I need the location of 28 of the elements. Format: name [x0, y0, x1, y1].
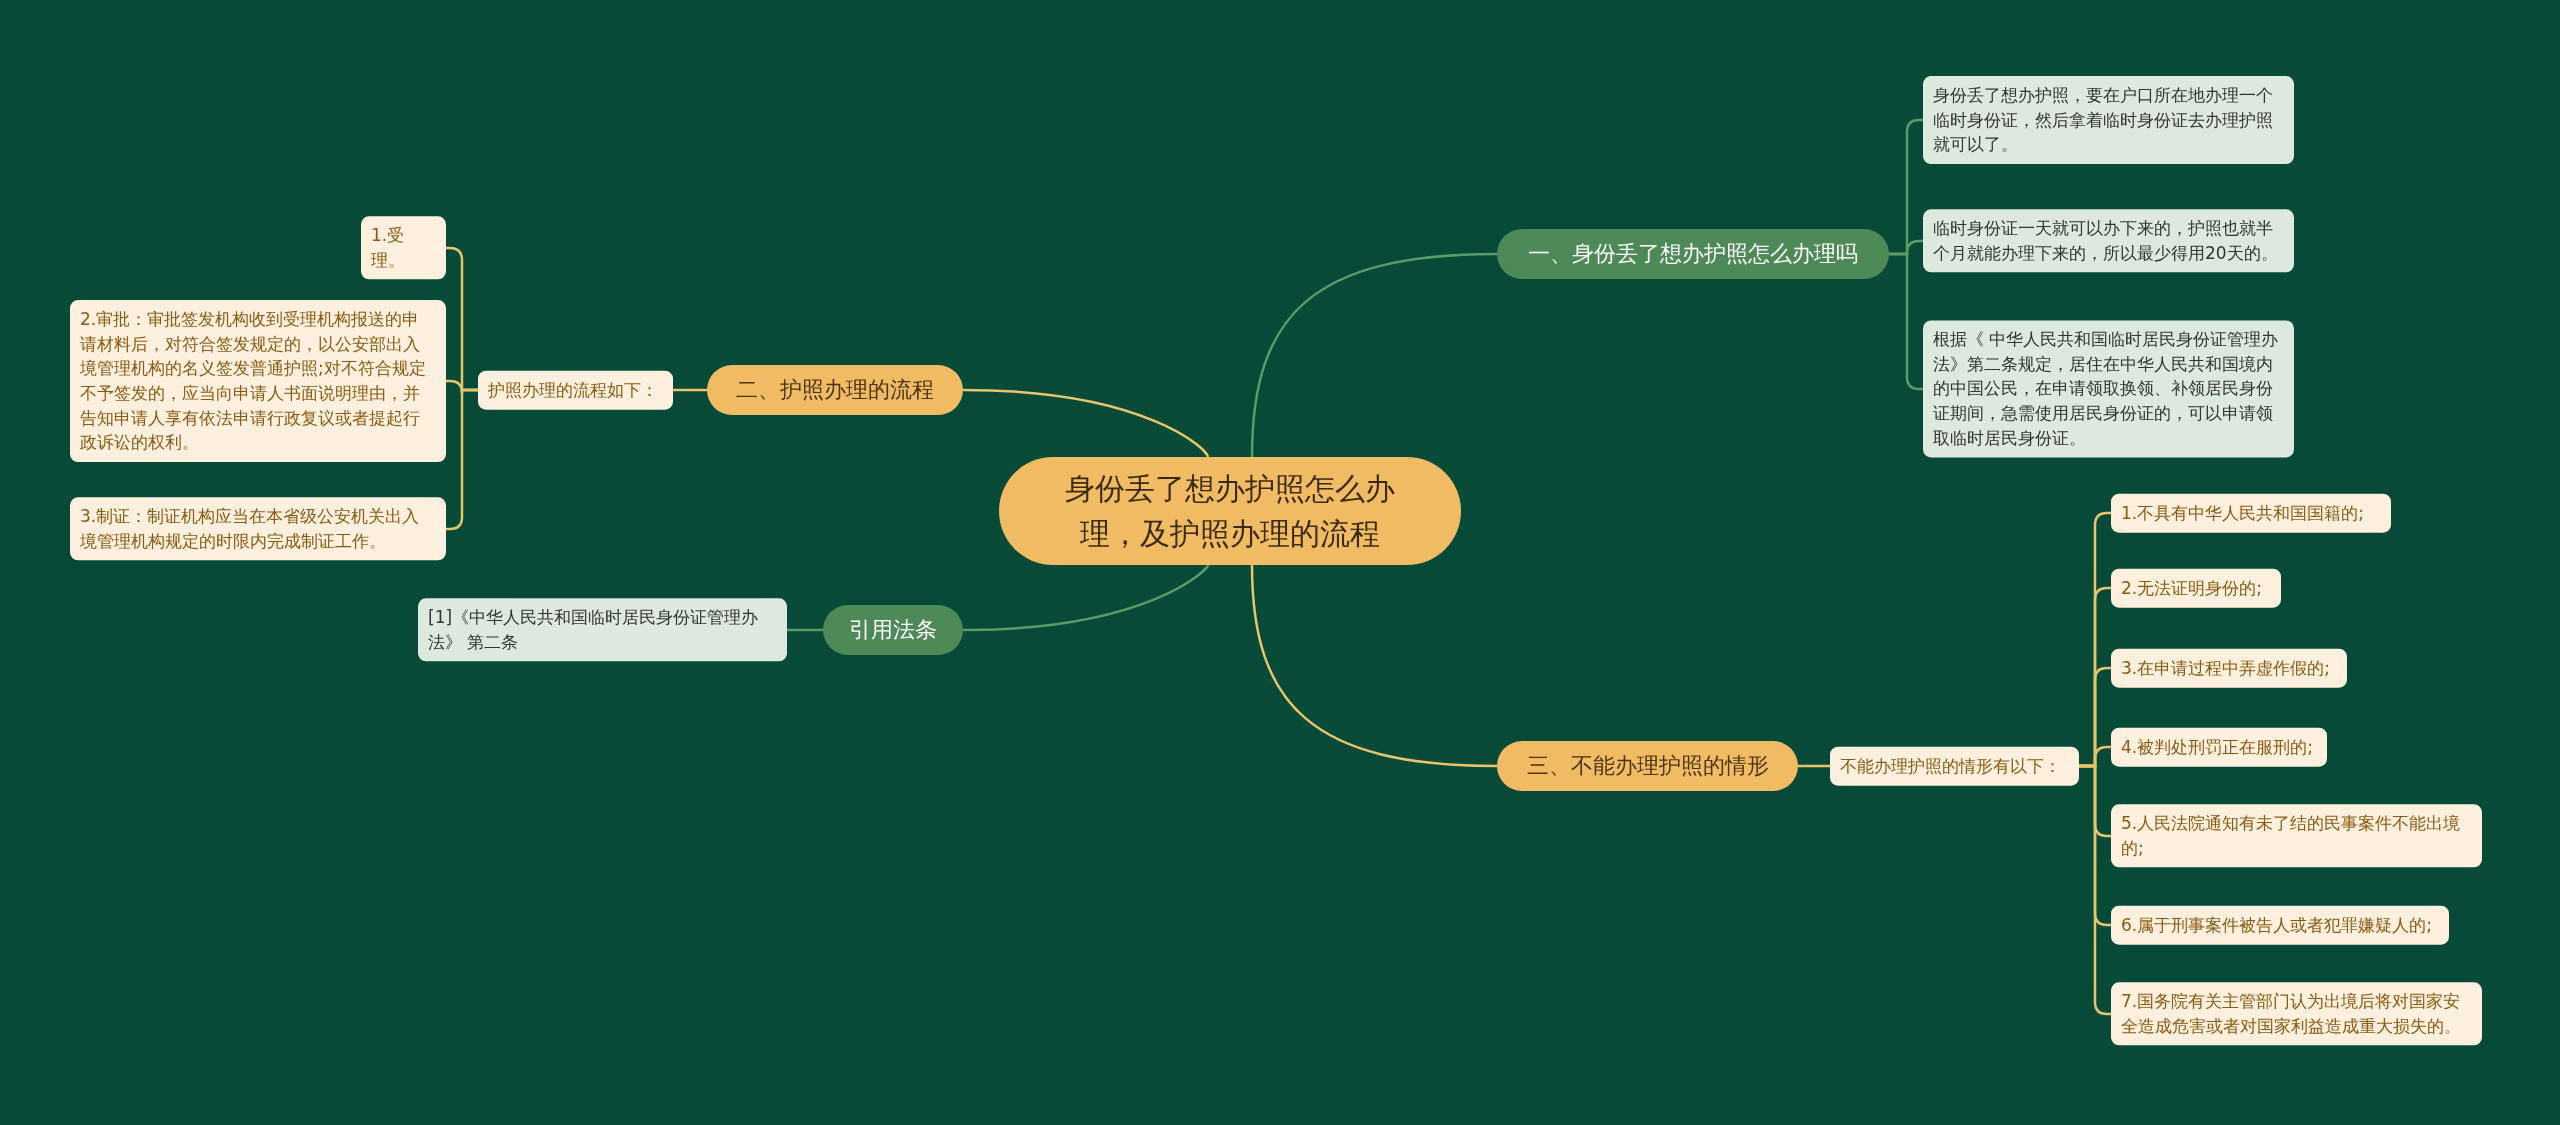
note-card: 6.属于刑事案件被告人或者犯罪嫌疑人的;: [2111, 905, 2449, 945]
note-card: 3.在申请过程中弄虚作假的;: [2111, 648, 2347, 688]
note-card: 1.不具有中华人民共和国国籍的;: [2111, 493, 2391, 533]
branch-topic: 三、不能办理护照的情形: [1497, 741, 1798, 791]
connector-line: [962, 564, 1210, 632]
central-topic: 身份丢了想办护照怎么办理，及护照办理的流程: [999, 457, 1461, 565]
connector-line: [1250, 564, 1498, 768]
note-card: 5.人民法院通知有未了结的民事案件不能出境的;: [2111, 804, 2482, 868]
branch-topic: 二、护照办理的流程: [707, 365, 963, 415]
note-card: 根据《 中华人民共和国临时居民身份证管理办法》第二条规定，居住在中华人民共和国境内的中国公民，在申请领取换领、补领居民身份证期间，急需使用居民身份证的，可以申请领取临时居民身份证。: [1923, 320, 2294, 458]
note-card: 2.审批：审批签发机构收到受理机构报送的申请材料后，对符合签发规定的，以公安部出入境管理机构的名义签发普通护照;对不符合规定不予签发的，应当向申请人书面说明理由，并告知申请人享有依法申请行政复议或者提起行政诉讼的权利。: [70, 300, 446, 462]
connector-line: [673, 388, 707, 392]
note-card: 临时身份证一天就可以办下来的，护照也就半个月就能办理下来的，所以最少得用20天的。: [1923, 209, 2294, 273]
note-card: 3.制证：制证机构应当在本省级公安机关出入境管理机构规定的时限内完成制证工作。: [70, 497, 446, 561]
note-card: 2.无法证明身份的;: [2111, 568, 2281, 608]
connector-line: [1250, 252, 1498, 458]
note-card: [1]《中华人民共和国临时居民身份证管理办法》 第二条: [418, 598, 787, 662]
note-card: 身份丢了想办护照，要在户口所在地办理一个临时身份证，然后拿着临时身份证去办理护照就可以了。: [1923, 76, 2294, 164]
connector-line: [787, 628, 823, 632]
note-card: 不能办理护照的情形有以下：: [1830, 746, 2079, 786]
note-card: 护照办理的流程如下：: [478, 370, 673, 410]
branch-topic: 一、身份丢了想办护照怎么办理吗: [1497, 229, 1889, 279]
branch-topic: 引用法条: [823, 605, 963, 655]
connector-line: [962, 388, 1210, 458]
connector-line: [1798, 764, 1830, 768]
note-card: 4.被判处刑罚正在服刑的;: [2111, 727, 2327, 767]
note-card: 7.国务院有关主管部门认为出境后将对国家安全造成危害或者对国家利益造成重大损失的。: [2111, 982, 2482, 1046]
note-card: 1.受理。: [361, 216, 446, 280]
